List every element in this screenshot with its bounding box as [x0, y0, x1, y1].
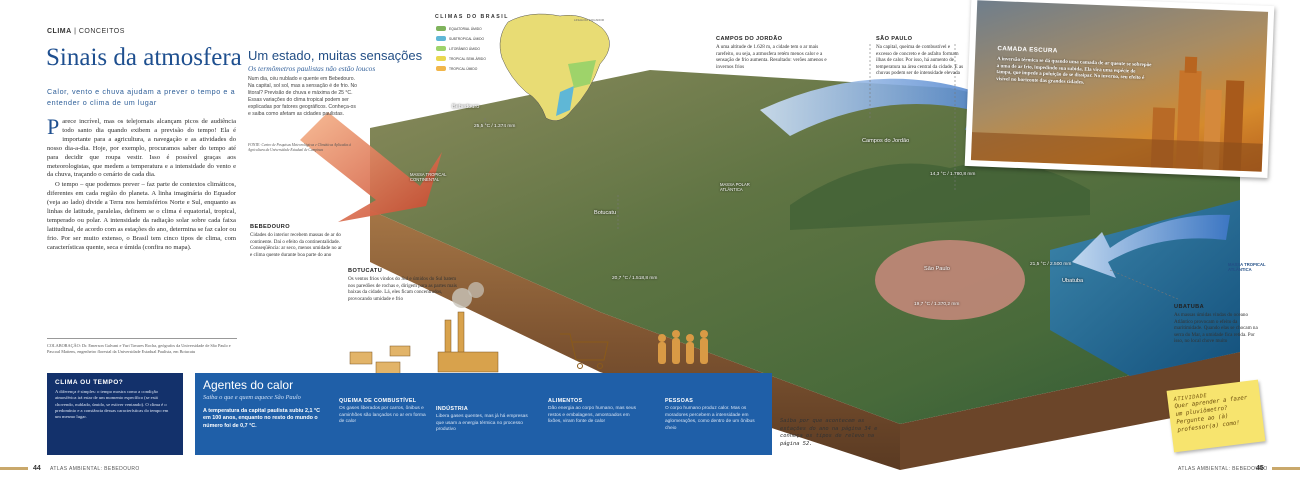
label-massa-polar: MASSA POLAR ATLÂNTICA	[720, 182, 750, 192]
credits: COLABORAÇÃO: Dr. Emerson Galvani e Yuri …	[47, 338, 237, 355]
temp-sao-paulo: 19,7 °C / 1.370,2 mm	[914, 302, 960, 307]
sao-paulo-urban-area	[875, 240, 1025, 320]
temp-bebedouro: 25,5 °C / 1.374 mm	[474, 124, 516, 129]
trucks-illustration	[349, 345, 411, 375]
clima-box-text: A diferença é simples: o tempo mostra co…	[55, 389, 169, 420]
city-skyline-photo: CAMADA ESCURA A inversão térmica se dá q…	[970, 0, 1269, 172]
massa-tropical-arrow	[300, 112, 442, 222]
legend-item: LITORÂNEO ÚMIDO	[436, 46, 480, 51]
agentes-temperature-note: A temperatura da capital paulista subiu …	[203, 408, 320, 429]
footer-bar-left	[0, 467, 28, 470]
skyline-graphic	[970, 56, 1263, 172]
page-subtitle: Calor, vento e chuva ajudam a prever o t…	[47, 87, 236, 107]
section-title-estado: Um estado, muitas sensações	[248, 48, 423, 63]
footer-text-left: ATLAS AMBIENTAL: BEBEDOURO	[50, 466, 140, 472]
section-text-estado: Num dia, céu nublado e quente em Bebedou…	[248, 76, 358, 117]
dropcap: P	[47, 114, 60, 139]
temp-ubatuba: 21,5 °C / 2.500 mm	[1030, 262, 1072, 267]
legend-item: TROPICAL ÚMIDO	[436, 66, 477, 71]
temp-campos: 14,3 °C / 1.780,8 mm	[930, 172, 976, 177]
agentes-title: Agentes do calor	[203, 378, 294, 392]
clima-box-title: CLIMA OU TEMPO?	[55, 379, 124, 386]
agent-combustivel: QUEIMA DE COMBUSTÍVEL Os gases liberados…	[339, 398, 426, 424]
page-title: Sinais da atmosfera	[46, 44, 242, 71]
section-subtitle-estado: Os termômetros paulistas não estão louco…	[248, 64, 376, 73]
brazil-map	[499, 13, 610, 121]
atividade-sticky-note: ATIVIDADE Quer aprender a fazer um pluvi…	[1166, 379, 1266, 453]
legend-item: SUBTROPICAL ÚMIDO	[436, 36, 484, 41]
footer-text-right: ATLAS AMBIENTAL: BEBEDOURO	[1178, 466, 1268, 472]
callout-sao-paulo: SÃO PAULO Na capital, queima de combustí…	[876, 36, 964, 77]
clima-ou-tempo-box: CLIMA OU TEMPO? A diferença é simples: o…	[47, 373, 183, 455]
agent-pessoas: PESSOAS O corpo humano produz calor. Mas…	[665, 398, 755, 431]
people-illustration	[658, 330, 708, 364]
serra-mountains	[790, 162, 1090, 230]
terrain-soil-right	[900, 352, 1240, 470]
photo-inversao-termica: CAMADA ESCURA A inversão térmica se dá q…	[964, 0, 1275, 179]
massa-atlantica-arrow	[1072, 214, 1230, 278]
intro-paragraph-2: O tempo – que podemos prever – faz parte…	[47, 181, 236, 251]
callout-ubatuba: UBATUBA As massas úmidas vindas do ocean…	[1174, 304, 1258, 345]
map-label-bebedouro: Bebedouro	[452, 104, 480, 110]
source-note: FONTE: Centro de Pesquisas Meteorológica…	[248, 143, 352, 152]
legend-swatch	[436, 56, 446, 61]
legend-swatch	[436, 46, 446, 51]
legend-item: EQUATORIAL ÚMIDO	[436, 26, 482, 31]
callout-campos: CAMPOS DO JORDÃO A uma altitude de 1.628…	[716, 36, 827, 70]
label-massa-atlantica: MASSA TROPICAL ATLÂNTICA	[1228, 262, 1266, 272]
temp-botucatu: 20,7 °C / 1.518,8 mm	[612, 276, 658, 281]
agent-industria: INDÚSTRIA Libera gases quentes, mas já h…	[436, 406, 528, 432]
legend-swatch	[436, 36, 446, 41]
page-number-right: 45	[1256, 465, 1264, 472]
callout-bebedouro: BEBEDOURO Cidades do interior recebem ma…	[250, 224, 342, 258]
map-label-campos: Campos do Jordão	[862, 138, 910, 144]
agent-alimentos: ALIMENTOS Dão energia ao corpo humano, m…	[548, 398, 636, 424]
industry-illustration	[437, 282, 499, 373]
agentes-do-calor-panel: Agentes do calor Saiba o que e quem aque…	[195, 373, 772, 455]
map-label-sao-paulo: São Paulo	[924, 266, 950, 272]
equator-label: LINHA DO EQUADOR	[574, 18, 605, 22]
map-label-ubatuba: Ubatuba	[1062, 278, 1084, 284]
legend-title: CLIMAS DO BRASIL	[435, 14, 509, 20]
page-number-left: 44	[33, 465, 41, 472]
callout-botucatu: BOTUCATU Os ventos frios vindos do Sul e…	[348, 268, 457, 302]
legend-swatch	[436, 26, 446, 31]
footer-bar-right	[1272, 467, 1300, 470]
legend-item: TROPICAL SEMI-ÁRIDO	[436, 56, 486, 61]
section-label: CLIMA | CONCEITOS	[47, 28, 125, 35]
map-label-botucatu: Botucatu	[594, 210, 617, 216]
handwritten-note: Saiba por que acontecem as estações do a…	[780, 418, 878, 447]
shopping-cart-illustration	[560, 333, 609, 369]
intro-paragraph-1: arece incrível, mas os telejornais alcan…	[47, 118, 236, 179]
label-massa-tropical: MASSA TROPICAL CONTINENTAL	[410, 172, 447, 182]
legend-swatch	[436, 66, 446, 71]
agentes-subtitle: Saiba o que e quem aquece São Paulo	[203, 394, 301, 401]
